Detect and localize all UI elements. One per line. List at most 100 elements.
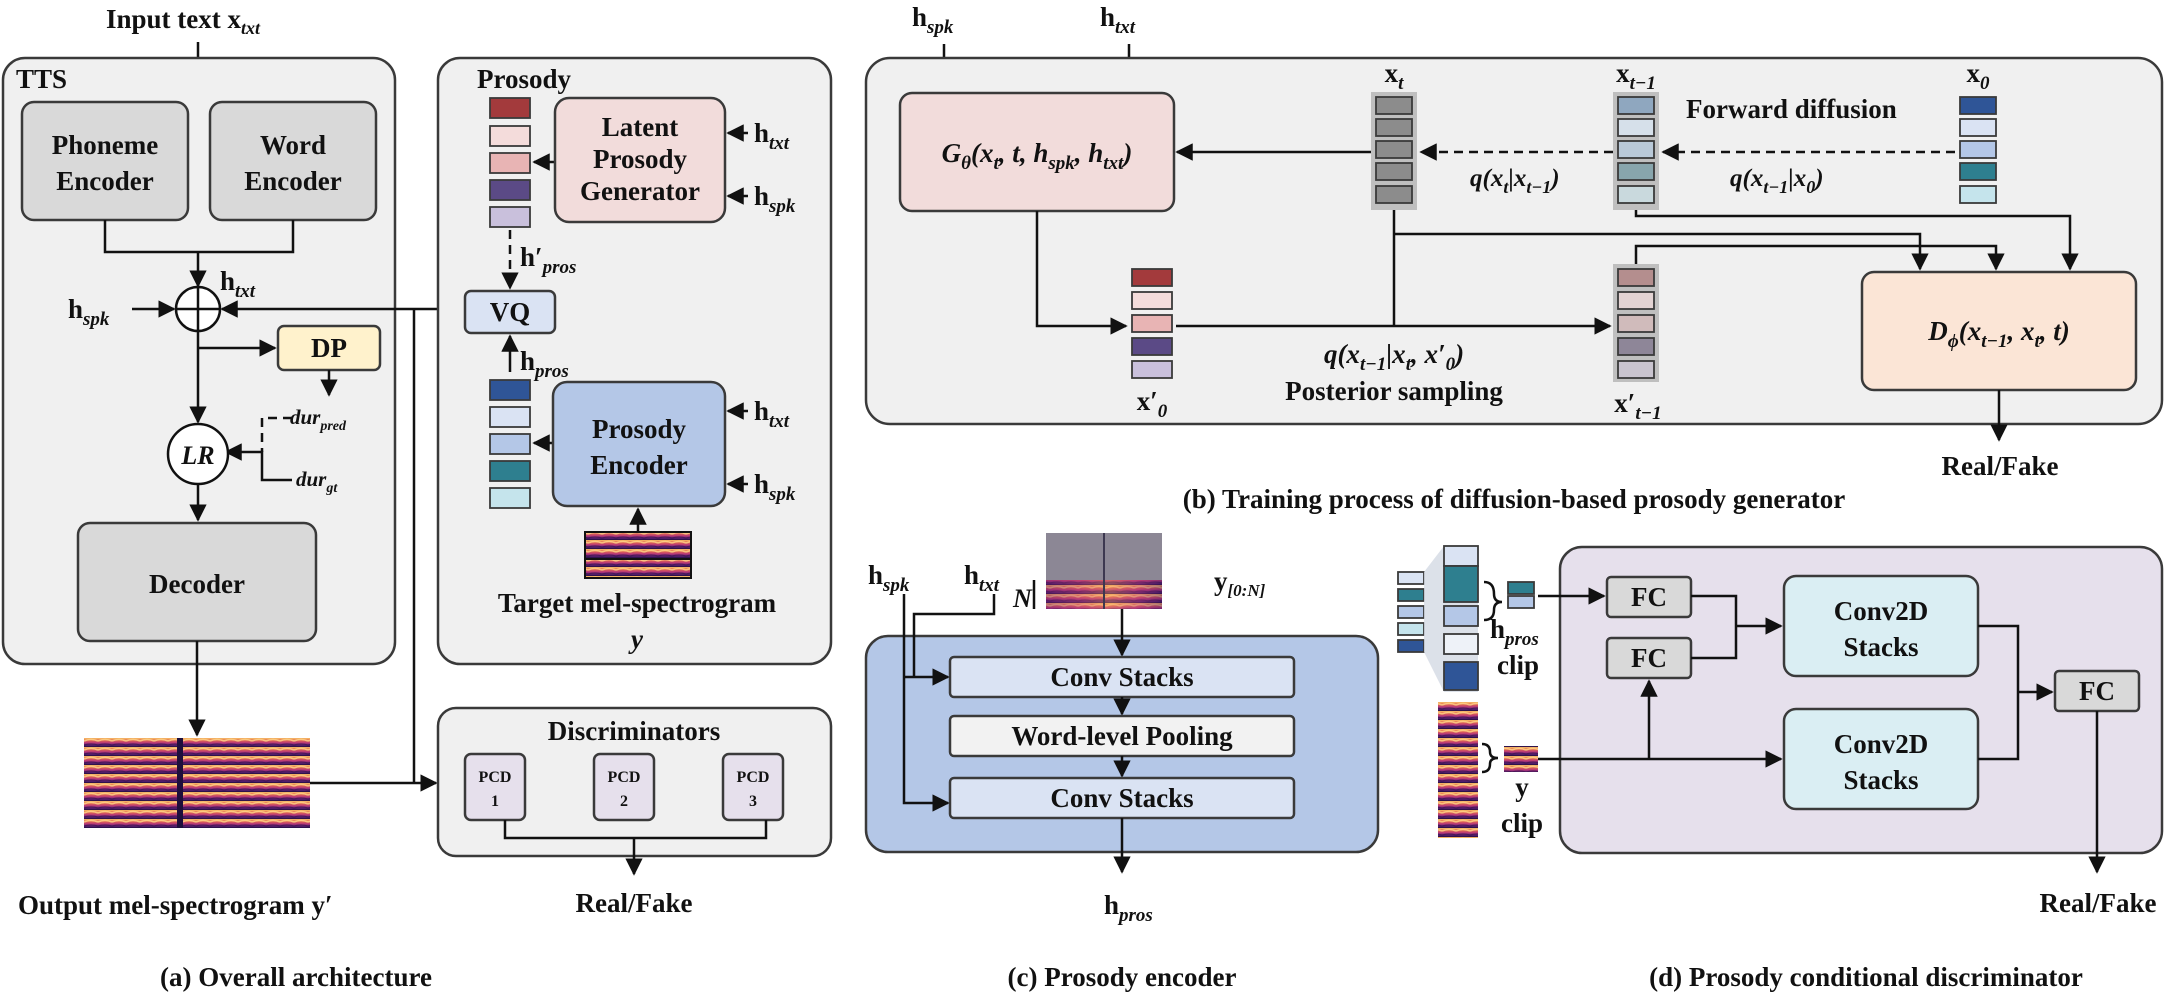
real-fake-a: Real/Fake xyxy=(576,888,693,918)
pros-clip-brace xyxy=(1483,580,1503,622)
vq-label: VQ xyxy=(490,297,531,327)
prosody-title: Prosody xyxy=(477,64,572,94)
pcd-2: PCD 2 xyxy=(592,752,656,822)
q-forward-1: q(xt|xt−1) xyxy=(1470,165,1560,197)
h-spk-label-a: hspk xyxy=(68,294,110,330)
svg-text:FC: FC xyxy=(2079,676,2115,706)
lr-label: LR xyxy=(180,441,214,470)
phoneme-encoder-box xyxy=(20,100,190,222)
pe-l1: Prosody xyxy=(592,414,687,444)
discriminators-title: Discriminators xyxy=(548,716,720,746)
svg-text:Word-level Pooling: Word-level Pooling xyxy=(1011,721,1233,751)
lpg-l1: Latent xyxy=(602,112,679,142)
pe-h-txt: htxt xyxy=(754,396,790,432)
target-mel-label: Target mel-spectrogram xyxy=(498,588,777,618)
svg-text:PCD: PCD xyxy=(737,769,770,786)
q-posterior: q(xt−1|xt, x′0) xyxy=(1324,339,1464,375)
h-pros-label-a: hpros xyxy=(520,346,569,382)
b-h-spk: hspk xyxy=(912,2,954,38)
prosody-encoder-box-a xyxy=(551,380,727,508)
panel-a: Input text xtxt TTS Phoneme Encoder Word… xyxy=(1,4,833,992)
real-fake-b: Real/Fake xyxy=(1942,451,2059,481)
spk-to-conv2-arrow xyxy=(902,594,950,812)
pcd-merge-line xyxy=(503,820,768,840)
d-y-label: y xyxy=(1515,772,1529,802)
word-encoder-box xyxy=(208,100,378,222)
h-prime-pros-label: h′pros xyxy=(520,242,576,278)
txt-route-line xyxy=(912,594,996,677)
d-phi-label: Dϕ(xt−1, xt, t) xyxy=(1927,316,2070,352)
x0-label: x0 xyxy=(1967,58,1991,94)
d-y-clip-label: clip xyxy=(1501,808,1543,838)
svg-text:FC: FC xyxy=(1631,582,1667,612)
dur-gt-label: durgt xyxy=(296,467,338,496)
svg-text:1: 1 xyxy=(491,793,499,810)
d-pros-clip-label: clip xyxy=(1497,650,1539,680)
svg-text:Stacks: Stacks xyxy=(1843,632,1918,662)
pe-l2: Encoder xyxy=(590,450,688,480)
word-encoder-l1: Word xyxy=(260,130,326,160)
d-h-pros: hpros xyxy=(1490,614,1539,650)
decoder-label: Decoder xyxy=(149,569,245,599)
x0-prime-cells xyxy=(1131,268,1173,379)
xt-to-d-arrow xyxy=(1394,232,1929,271)
real-fake-d: Real/Fake xyxy=(2040,888,2157,918)
svg-text:Conv2D: Conv2D xyxy=(1834,596,1929,626)
n-label: N xyxy=(1012,584,1033,613)
dur-gt-line xyxy=(224,443,292,482)
input-text-label: Input text xtxt xyxy=(106,4,261,38)
target-y-label: y xyxy=(628,624,644,654)
y-range-label: y[0:N] xyxy=(1214,566,1266,600)
xt1-prime-label: x′t−1 xyxy=(1614,388,1661,424)
x0-cells xyxy=(1959,96,1997,204)
xt1-prime-to-d-arrow xyxy=(1634,244,2005,271)
c-h-txt: htxt xyxy=(964,560,1000,596)
dur-pred-line xyxy=(260,416,292,452)
phoneme-encoder-l2: Encoder xyxy=(56,166,154,196)
panel-d: hpros clip y clip FC FC Conv2D Stacks Co… xyxy=(1397,545,2164,992)
forward-diffusion-label: Forward diffusion xyxy=(1686,94,1897,124)
caption-d: (d) Prosody conditional discriminator xyxy=(1649,962,2083,992)
output-mel-label: Output mel-spectrogram y′ xyxy=(18,890,333,920)
dur-pred-label: durpred xyxy=(290,405,347,434)
svg-text:FC: FC xyxy=(1631,643,1667,673)
y-clip-thumb xyxy=(1504,746,1538,772)
svg-text:2: 2 xyxy=(620,793,628,810)
vq-box xyxy=(463,289,557,335)
target-mel-thumbnail xyxy=(584,531,692,579)
xt-cells xyxy=(1375,96,1413,204)
q-forward-2: q(xt−1|x0) xyxy=(1730,165,1824,197)
word-encoder-l2: Encoder xyxy=(244,166,342,196)
xt-label: xt xyxy=(1385,58,1405,94)
panel-c: N y[0:N] hspk htxt Conv Stacks Word-leve… xyxy=(864,533,1380,992)
d-y-spectrogram xyxy=(1438,702,1478,838)
lpg-h-spk: hspk xyxy=(754,181,796,217)
d-pros-column xyxy=(1397,571,1425,653)
dp-label: DP xyxy=(311,333,347,363)
svg-text:3: 3 xyxy=(749,793,757,810)
b-h-txt: htxt xyxy=(1100,2,1136,38)
generated-prosody-cells xyxy=(489,97,531,228)
tts-label: TTS xyxy=(16,64,67,94)
g-theta-label: Gθ(xt, t, hspk, htxt) xyxy=(942,138,1133,174)
y-clip-brace xyxy=(1481,742,1499,774)
svg-text:Conv Stacks: Conv Stacks xyxy=(1050,662,1193,692)
pcd-1: PCD 1 xyxy=(463,752,527,822)
svg-text:PCD: PCD xyxy=(608,769,641,786)
pe-h-spk: hspk xyxy=(754,469,796,505)
svg-text:Conv Stacks: Conv Stacks xyxy=(1050,783,1193,813)
encoded-prosody-cells xyxy=(489,379,531,509)
d-pros-zoom xyxy=(1443,545,1479,691)
xt1-cells xyxy=(1617,96,1655,204)
pcd-panel xyxy=(1558,545,2164,855)
c-h-spk: hspk xyxy=(868,560,910,596)
caption-b: (b) Training process of diffusion-based … xyxy=(1183,484,1846,514)
caption-a: (a) Overall architecture xyxy=(160,962,432,992)
svg-text:Stacks: Stacks xyxy=(1843,765,1918,795)
caption-c: (c) Prosody encoder xyxy=(1008,962,1237,992)
xt1-prime-cells xyxy=(1617,268,1655,379)
svg-text:PCD: PCD xyxy=(479,769,512,786)
c-h-pros: hpros xyxy=(1104,890,1153,926)
phoneme-encoder-l1: Phoneme xyxy=(52,130,159,160)
